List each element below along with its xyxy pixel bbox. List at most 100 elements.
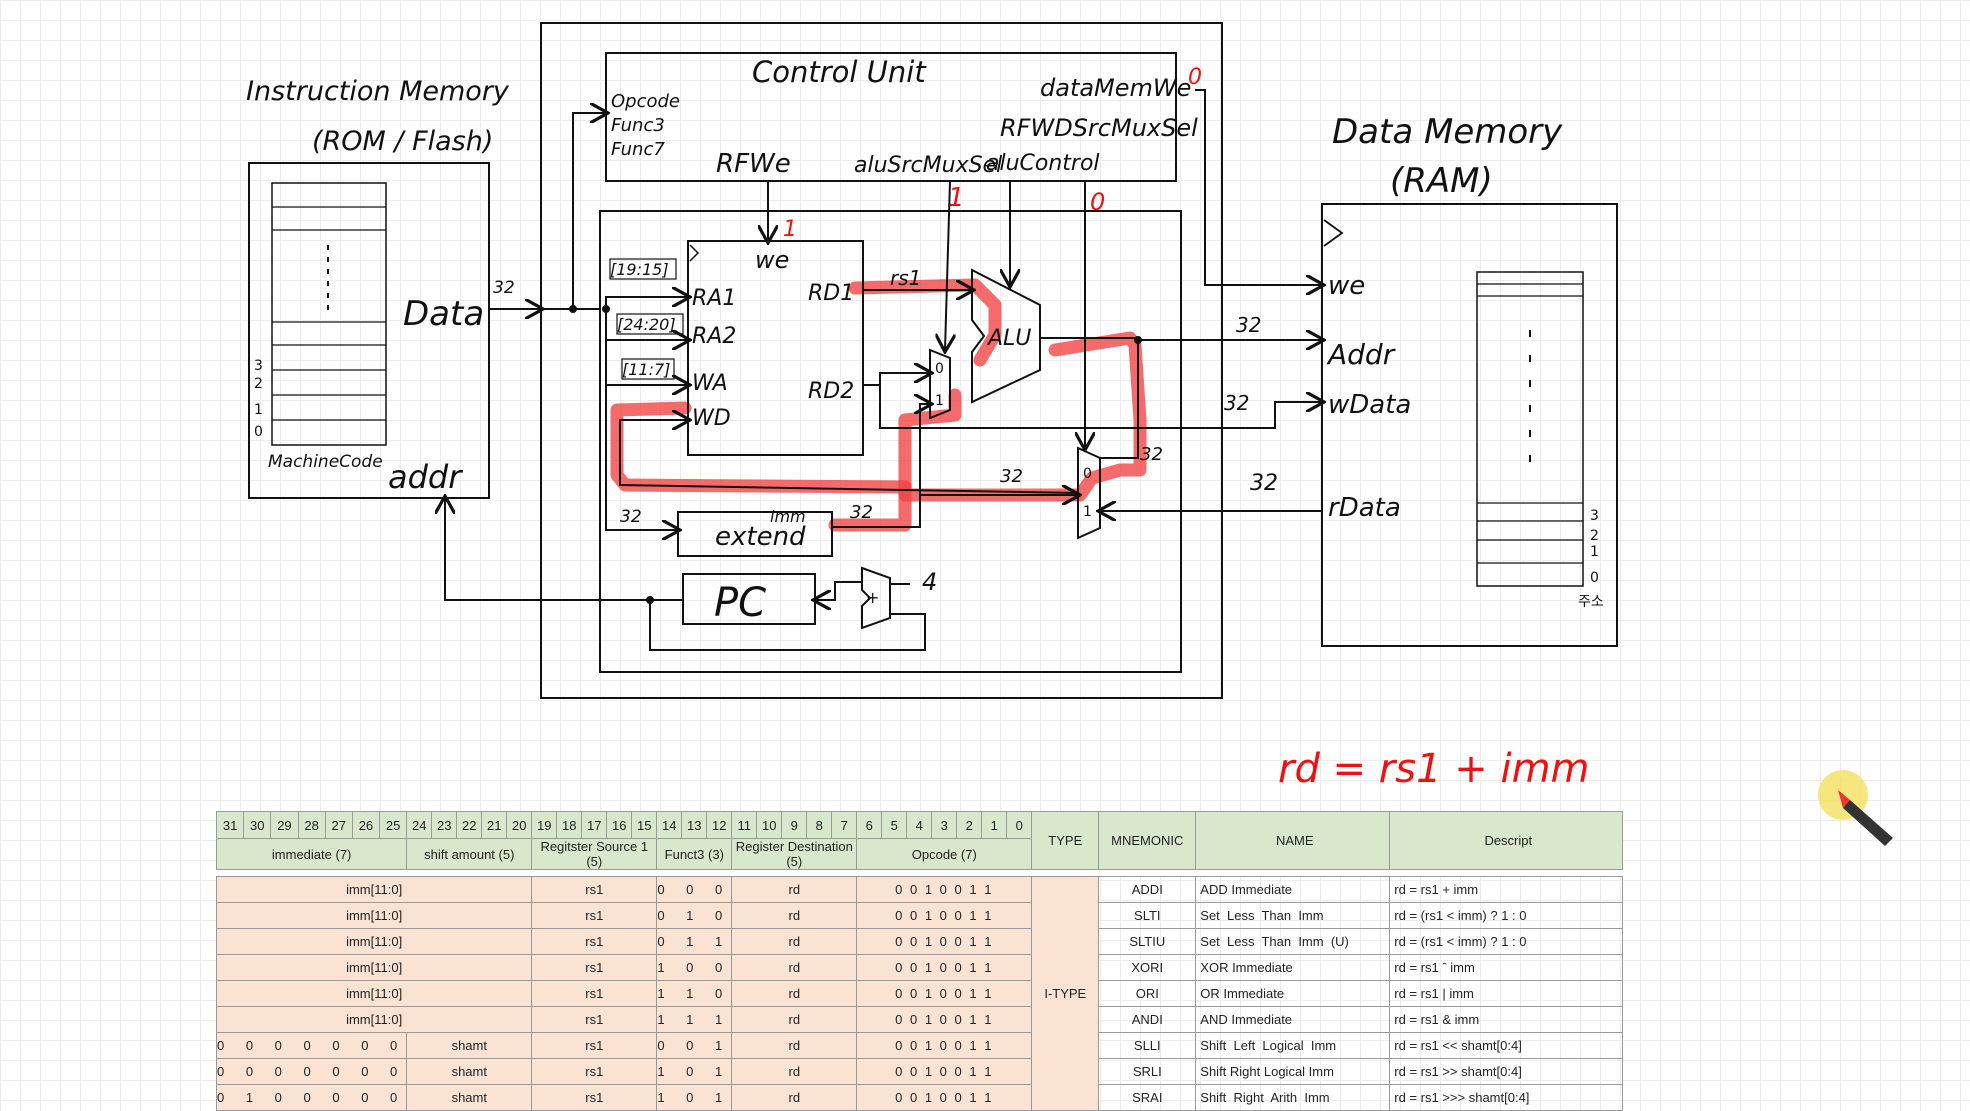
opcode-cell: 0 0 1 0 0 1 1 [856,928,1033,955]
imm-cell: imm[11:0] [215,954,533,981]
funct3-cell: 1 1 0 [656,980,733,1007]
col-mnemonic-header: MNEMONIC [1098,811,1197,870]
funct3-cell: 1 1 1 [656,1006,733,1033]
imm-cell: imm[11:0] [215,1006,533,1033]
rd-cell: rd [731,980,858,1007]
name-cell: Set Less Than Imm (U) [1195,928,1391,955]
bit-header: 20 [506,811,533,839]
alu-label: ALU [986,326,1031,351]
alu-src-mux: 0 1 [929,348,951,420]
data-memory: Data Memory (RAM) we Addr wData rData 3 … [1321,112,1618,647]
bit-header: 24 [406,811,433,839]
funct3-cell: 0 1 1 [656,928,733,955]
cu-alucontrol-label: aluControl [986,151,1100,176]
data-memory-title: Data Memory [1332,112,1563,152]
name-cell: OR Immediate [1195,980,1391,1007]
field-header: Funct3 (3) [656,838,733,870]
funct3-cell: 1 0 0 [656,954,733,981]
rs1-cell: rs1 [531,928,658,955]
rs1-cell: rs1 [531,876,658,903]
desc-cell: rd = (rs1 < imm) ? 1 : 0 [1389,902,1624,929]
funct3-cell: 0 0 1 [656,1032,733,1059]
bit-header: 30 [243,811,272,839]
type-cell: I-TYPE [1031,876,1100,1111]
col-type-header: TYPE [1031,811,1100,870]
rs1-cell: rs1 [531,1058,658,1085]
rd-cell: rd [731,1084,858,1111]
dmem-address-label: 주소 [1578,594,1604,610]
dmem-row-2: 2 [1590,528,1599,544]
data-memory-subtitle: (RAM) [1390,161,1493,201]
bit-header: 8 [806,811,833,839]
bit-header: 19 [531,811,558,839]
name-cell: AND Immediate [1195,1006,1391,1033]
bit-header: 22 [456,811,483,839]
dmem-row-0: 0 [1590,570,1599,586]
pc-label: PC [714,580,766,626]
funct3-cell: 1 0 1 [656,1084,733,1111]
bus-wdata: 32 [1224,391,1249,415]
rs1-cell: rs1 [531,902,658,929]
desc-cell: rd = rs1 | imm [1389,980,1624,1007]
bus-mux-in: 32 [1000,466,1023,487]
cu-rfwe-label: RFWe [716,149,791,179]
bus-ext-out: 32 [850,502,873,523]
imm-cell: imm[11:0] [215,876,533,903]
extend-unit: extend imm [677,507,833,557]
field-header: shift amount (5) [406,838,533,870]
rf-wd-label: WD [692,406,731,431]
bus-mux-out: 32 [1140,444,1163,465]
shamt-cell: shamt [406,1032,533,1059]
bit-header: 13 [681,811,708,839]
rd-cell: rd [731,1058,858,1085]
rf-ra2-label: RA2 [692,324,736,349]
imm7-cell: 0 0 0 0 0 0 0 [215,1032,408,1059]
rf-ra2-bits: [24:20] [617,315,676,334]
rf-we-label: we [755,246,789,274]
mnemonic-cell: SLTI [1098,902,1197,929]
bit-header: 9 [781,811,808,839]
imm-cell: imm[11:0] [215,928,533,955]
cpu-boundary [540,22,1223,699]
opcode-cell: 0 0 1 0 0 1 1 [856,1058,1033,1085]
funct3-cell: 0 1 0 [656,902,733,929]
bit-header: 5 [881,811,908,839]
mnemonic-cell: SRAI [1098,1084,1197,1111]
rf-rd1-label: RD1 [808,281,854,306]
wb-mux-in1: 1 [1083,504,1092,520]
shamt-cell: shamt [406,1058,533,1085]
dmem-row-3: 3 [1590,508,1599,524]
name-cell: Shift Right Arith Imm [1195,1084,1391,1111]
bus-ext-in: 32 [620,507,642,527]
cu-input-opcode: Opcode [611,91,680,112]
cu-rfwdsrcmuxsel-label: RFWDSrcMuxSel [1000,114,1198,142]
dmem-row-1: 1 [1590,544,1599,560]
bit-header: 23 [431,811,458,839]
wires [445,89,1322,651]
dmem-wdata-label: wData [1328,390,1411,420]
opcode-cell: 0 0 1 0 0 1 1 [856,876,1033,903]
name-cell: Set Less Than Imm [1195,902,1391,929]
control-unit: Control Unit Opcode Func3 Func7 RFWe alu… [605,52,1202,242]
bit-header: 6 [856,811,883,839]
pen-cursor-icon [1818,770,1893,846]
desc-cell: rd = (rs1 < imm) ? 1 : 0 [1389,928,1624,955]
extend-label: extend [715,522,806,552]
rs1-cell: rs1 [531,1084,658,1111]
rs1-cell: rs1 [531,1032,658,1059]
bit-header: 4 [906,811,933,839]
bit-header: 3 [931,811,958,839]
rf-rs1-label: rs1 [890,266,921,290]
register-file: we RA1 RA2 WA WD RD1 RD2 [19:15] [24:20]… [609,240,921,456]
field-header: Register Destination (5) [731,838,858,870]
bit-header: 26 [351,811,381,839]
isa-spacer-cell [216,869,1623,877]
instruction-memory-subtitle: (ROM / Flash) [312,126,493,157]
instruction-memory: Instruction Memory (ROM / Flash) 3 2 1 0… [246,76,510,499]
bit-header: 12 [706,811,733,839]
imm-cell: imm[11:0] [215,902,533,929]
